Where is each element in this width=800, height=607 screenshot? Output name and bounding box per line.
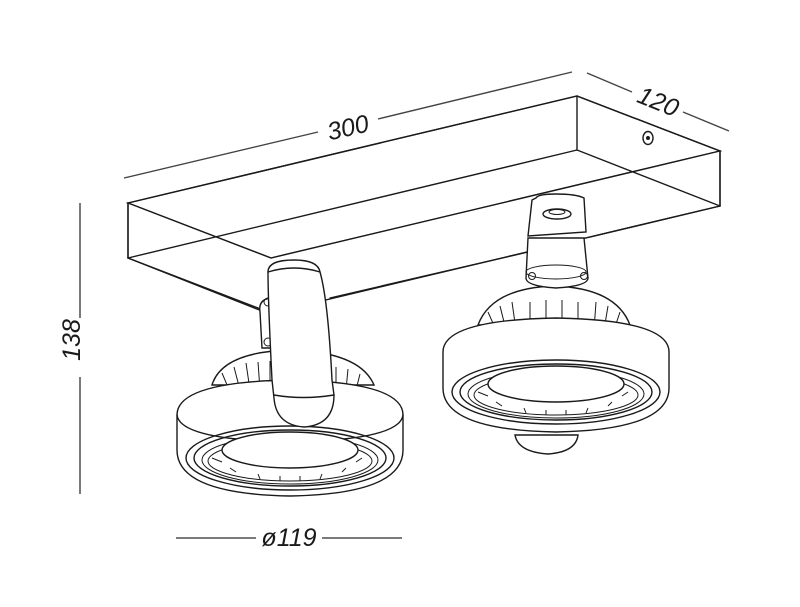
base-plate bbox=[125, 95, 723, 314]
dimension-diameter-label: ø119 bbox=[261, 524, 316, 552]
dimension-diameter: ø119 bbox=[176, 524, 402, 552]
dimension-height: 138 bbox=[58, 203, 86, 494]
fixing-screw-icon bbox=[642, 130, 654, 146]
lamp-left bbox=[176, 259, 404, 497]
dimension-depth-label: 120 bbox=[633, 81, 682, 123]
dimension-height-label: 138 bbox=[58, 319, 86, 361]
lamp-right bbox=[442, 193, 670, 455]
dimension-length-label: 300 bbox=[325, 110, 372, 147]
